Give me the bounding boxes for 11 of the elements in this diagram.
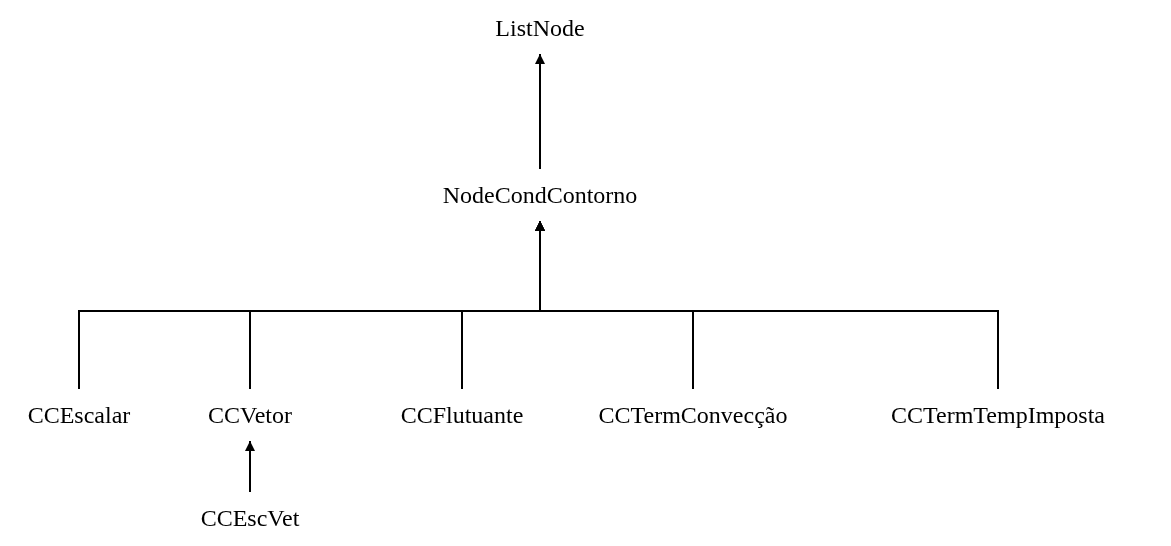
- inheritance-arrow: [535, 53, 545, 170]
- class-name: CCTermTempImposta: [889, 389, 1107, 441]
- class-name: ListNode: [493, 2, 587, 54]
- inheritance-arrow: [245, 440, 255, 493]
- class-name: CCEscalar: [25, 389, 133, 441]
- class-name: NodeCondContorno: [440, 169, 640, 221]
- inheritance-arrow: [535, 220, 999, 390]
- class-name: CCFlutuante: [398, 389, 526, 441]
- class-name: CCTermConvecção: [596, 389, 790, 441]
- class-name: CCEscVet: [198, 492, 302, 544]
- class-name: CCVetor: [206, 389, 294, 441]
